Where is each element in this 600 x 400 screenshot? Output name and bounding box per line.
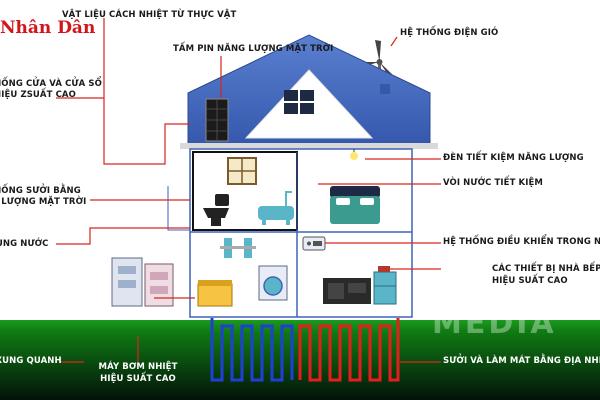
geothermal-hot-pipes: [298, 318, 400, 382]
label-windows-line2: HIỆU ZSUẤT CAO: [0, 90, 76, 100]
watermark: MEDIA: [432, 306, 557, 341]
label-surroundings: CẢNH QUAN XUNG QUANH: [0, 356, 62, 366]
label-solar-heater-line2: NĂNG LƯỢNG MẶT TRỜI: [0, 197, 87, 207]
label-kitchen-line1: CÁC THIẾT BỊ NHÀ BẾP: [492, 264, 600, 274]
chimney: [380, 84, 390, 94]
solar-panel-icon: [205, 98, 229, 142]
bathtub-icon: [258, 191, 294, 225]
label-solar-panel: TẤM PIN NĂNG LƯỢNG MẶT TRỜI: [173, 44, 334, 54]
kitchen-stove-icon: [323, 278, 371, 304]
house-pipes: [167, 186, 190, 231]
toilet-icon: [203, 194, 229, 226]
label-solar-heater-line1: HỆ THỐNG SƯỞI BẰNG: [0, 186, 81, 196]
water-filter-icon: [220, 238, 256, 258]
label-home-control: HỆ THỐNG ĐIỀU KHIỂN TRONG NHÀ: [443, 237, 600, 247]
heat-pump-icon: [111, 257, 174, 307]
led-bulb-icon: [350, 149, 358, 160]
storage-tank-icon: [197, 280, 233, 307]
label-heat-pump-line1: MÁY BƠM NHIỆT: [98, 362, 178, 372]
bed-icon: [330, 186, 380, 224]
label-wind: HỆ THỐNG ĐIỆN GIÓ: [400, 28, 499, 38]
label-kitchen-line2: HIỆU SUẤT CAO: [492, 276, 568, 286]
label-faucet: VÒI NƯỚC TIẾT KIỆM: [443, 178, 543, 188]
label-led: ĐÈN TIẾT KIỆM NĂNG LƯỢNG: [443, 153, 584, 163]
fridge-icon: [373, 271, 397, 305]
eaves: [180, 143, 438, 149]
label-water-reuse: TÁI SỬ DỤNG NƯỚC: [0, 239, 49, 249]
label-insulation: VẬT LIỆU CÁCH NHIỆT TỪ THỰC VẬT: [62, 10, 237, 20]
washing-machine-icon: [258, 265, 288, 301]
brand-logo: Nhân Dân: [0, 17, 99, 39]
label-geothermal: SƯỞI VÀ LÀM MÁT BẰNG ĐỊA NHIỆT: [443, 356, 600, 366]
geothermal-cold-pipes: [210, 318, 294, 382]
label-windows-line1: HỆ THỐNG CỬA VÀ CỬA SỔ: [0, 79, 102, 89]
room-window-icon: [227, 157, 257, 185]
label-heat-pump-line2: HIỆU SUẤT CAO: [100, 374, 176, 384]
attic-window-icon: [284, 90, 314, 114]
control-panel-icon: [302, 236, 326, 251]
leader-lines: [56, 18, 441, 363]
